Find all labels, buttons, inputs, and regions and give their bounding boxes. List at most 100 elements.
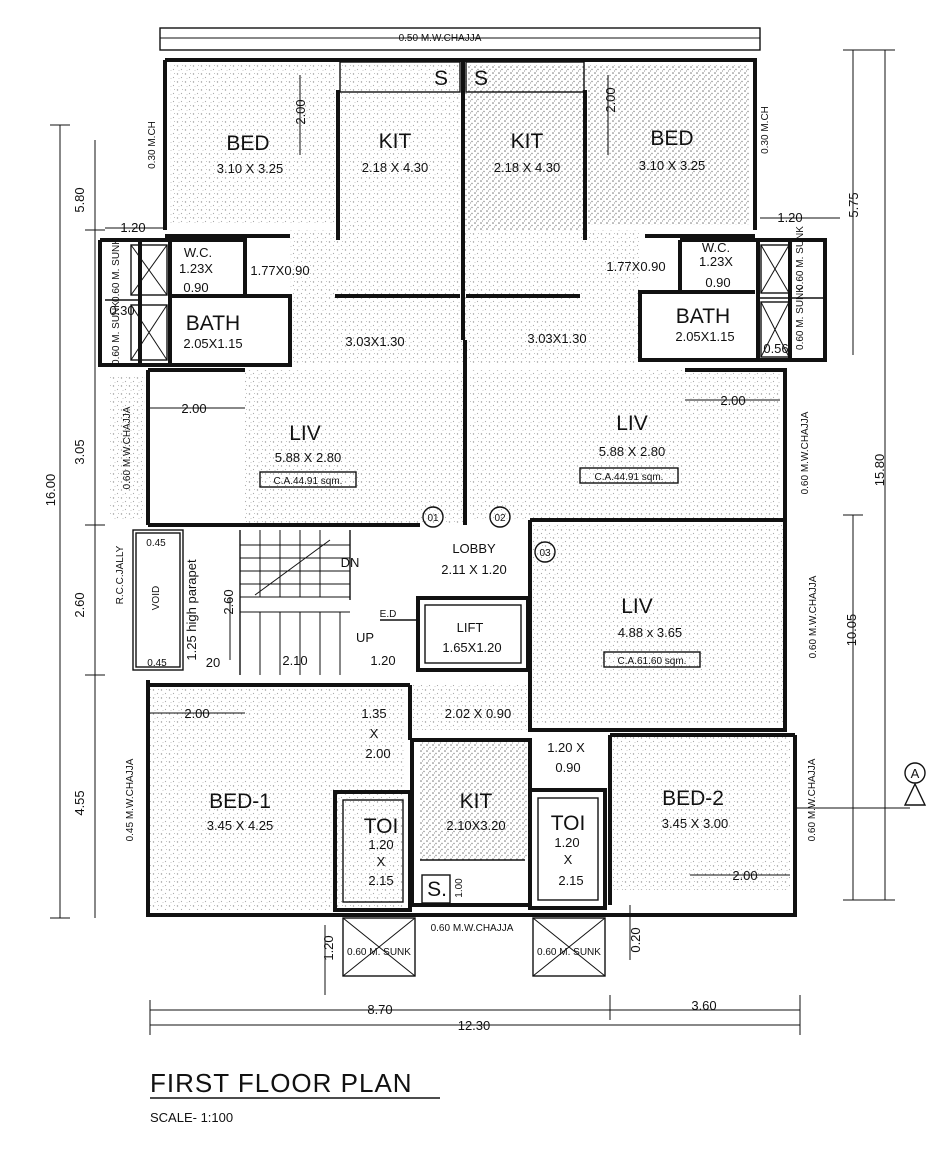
bed2-size: 3.45 X 3.00 [662,816,729,831]
bed-tr-size: 3.10 X 3.25 [639,158,706,173]
lobby-size: 2.11 X 1.20 [441,562,507,577]
dim-030: 0.30 [109,303,134,318]
wc-l-size2: 0.90 [183,280,208,295]
lobby-name: LOBBY [452,541,496,556]
plan-title: FIRST FLOOR PLAN [150,1068,413,1098]
sunk-box-ml [130,304,168,361]
toi-l-s2: X [377,854,386,869]
plan-scale: SCALE- 1:100 [150,1110,233,1125]
dim-870: 8.70 [367,1002,392,1017]
flat-markers: 01 02 03 [422,506,556,563]
left-top-ch: 0.30 M.CH [147,121,158,169]
lift-size: 1.65X1.20 [442,640,501,655]
bed-tl-name: BED [226,132,269,155]
dim-056: 0.56 [763,341,788,356]
dim-x: X [370,726,379,741]
stair-020: 20 [206,655,220,670]
store-left: S [434,67,448,90]
bath-l-size: 2.05X1.15 [183,336,242,351]
liv-l-size: 5.88 X 2.80 [275,450,342,465]
store-b-dim: 1.00 [454,878,465,898]
dimension-labels: 1.20 1.20 2.00 2.00 2.00 2.00 0.30 0.56 … [43,187,887,1033]
dining-r: 3.03X1.30 [527,331,586,346]
sunk-br-label: 0.60 M. SUNK [537,947,601,958]
stair-ed: E.D [380,609,397,620]
toi-r-name: TOI [551,812,586,835]
bath-l-name: BATH [186,312,240,335]
bed2-name: BED-2 [662,787,724,810]
wc-l-name: W.C. [184,245,212,260]
passage-r: 1.77X0.90 [606,259,665,274]
dim-200-liv-l: 2.00 [181,401,206,416]
store-b: S. [427,878,447,901]
dim-left-580: 5.80 [72,187,87,212]
sunk-box-mr [760,301,790,358]
dim-right-1005: 10.05 [844,614,859,647]
chajja-right-bottom: 0.60 M.W.CHAJJA [807,758,818,841]
kit-b-size: 2.10X3.20 [446,818,505,833]
bed-tr-dim: 2.00 [603,87,618,112]
dim-120-right-top: 1.20 [777,210,802,225]
kit-tl-name: KIT [379,130,412,153]
dim-120-left-top: 1.20 [120,220,145,235]
liv-l-name: LIV [289,422,321,445]
chajja-right-mid: 0.60 M.W.CHAJJA [800,411,811,494]
dim-left-260: 2.60 [72,592,87,617]
toi-r-s3: 2.15 [558,873,583,888]
sunk-bl-label: 0.60 M. SUNK [347,947,411,958]
top-chajja-label: 0.50 M.W.CHAJJA [399,33,482,44]
dim-090: 0.90 [555,760,580,775]
dim-200b: 2.00 [365,746,390,761]
bath-r-size: 2.05X1.15 [675,329,734,344]
toi-l-s1: 1.20 [368,837,393,852]
bed-tr-name: BED [650,127,693,150]
chajja-bottom: 0.60 M.W.CHAJJA [431,923,514,934]
section-label: A [911,766,920,781]
dim-200-bed1: 2.00 [184,706,209,721]
bed1-name: BED-1 [209,790,271,813]
dim-1230: 12.30 [458,1018,491,1033]
toi-r-s1: 1.20 [554,835,579,850]
section-marker-a: A [903,762,927,806]
wc-r-size1: 1.23X [699,254,733,269]
sunk-ml-label: 0.60 M. SUNK [111,301,122,365]
bed-tl-size: 3.10 X 3.25 [217,161,284,176]
liv-r-name: LIV [616,412,648,435]
bath-r-name: BATH [676,305,730,328]
room-labels: BED 3.10 X 3.25 2.00 KIT 2.18 X 4.30 KIT… [111,67,819,958]
toi-l-name: TOI [364,815,399,838]
stair-dn: DN [341,555,360,570]
sunk-tl-label: 0.60 M. SUNK [111,238,122,302]
wc-l-size1: 1.23X [179,261,213,276]
sunk-box-tl [130,244,168,296]
stair-045b: 0.45 [147,658,167,669]
liv-r-size: 5.88 X 2.80 [599,444,666,459]
store-right: S [474,67,488,90]
stair-up: UP [356,630,374,645]
top-chajja: 0.50 M.W.CHAJJA [159,27,761,51]
chajja-left-bottom: 0.45 M.W.CHAJJA [125,758,136,841]
liv-br-ca: C.A.61.60 sqm. [618,656,687,667]
dim-360: 3.60 [691,998,716,1013]
dimension-lines [50,49,910,1035]
sunk-mr-label: 0.60 M. SUNK [795,286,806,350]
toi-r-s2: X [564,852,573,867]
flat-03-label: 03 [539,548,551,559]
floor-fills [110,65,790,910]
parapet-label: 1.25 high parapet [184,559,199,661]
dim-left-1600: 16.00 [43,474,58,507]
kit-b-name: KIT [460,790,493,813]
liv-l-ca: C.A.44.91 sqm. [274,476,343,487]
stair-120: 1.20 [370,653,395,668]
sunk-tr-label: 0.60 M. SUNK [795,226,806,290]
dim-right-575: 5.75 [846,192,861,217]
chajja-right-low: 0.60 M.W.CHAJJA [808,575,819,658]
sunk-box-br [532,917,606,977]
sunk-boxes [130,244,790,977]
right-top-ch: 0.30 M.CH [760,106,771,154]
dim-left-305: 3.05 [72,439,87,464]
dim-020-bottom: 0.20 [628,927,643,952]
passage-b: 2.02 X 0.90 [445,706,512,721]
dim-120-bottom: 1.20 [321,935,336,960]
